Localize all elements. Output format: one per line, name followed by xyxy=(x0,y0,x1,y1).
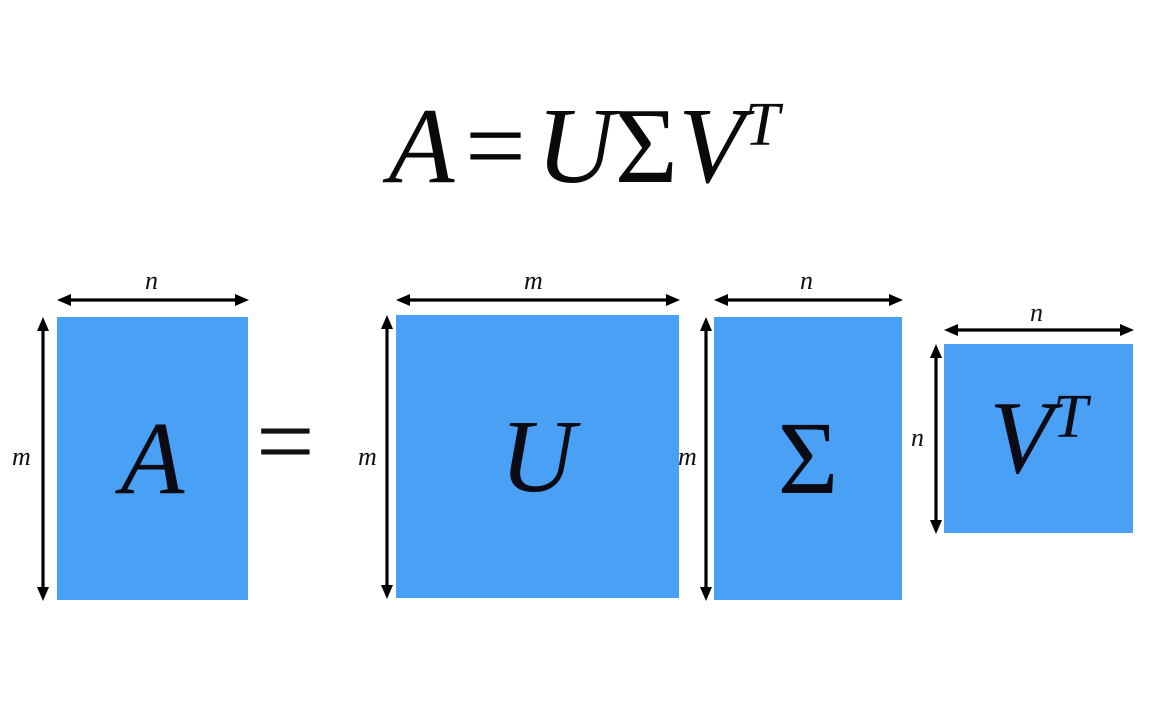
matrix-A-height-arrow xyxy=(37,317,49,601)
matrix-U-left-dim-label: m xyxy=(358,442,377,471)
matrix-vt-base-letter: V xyxy=(989,380,1053,496)
title-equation-U: U xyxy=(536,87,615,206)
matrix-block-U: U xyxy=(396,315,679,598)
matrix-A-top-dim-label: n xyxy=(145,266,158,295)
title-equation: A=UΣVT xyxy=(0,87,1168,207)
matrix-block-sigma: Σ xyxy=(714,317,902,600)
matrix-vt-transpose-superscript: T xyxy=(1052,382,1088,452)
matrix-U-height-arrow xyxy=(381,315,393,599)
matrix-A-label: A xyxy=(120,400,185,516)
matrix-U-top-dim-label: m xyxy=(524,266,543,295)
matrix-vt-label: VT xyxy=(989,385,1087,491)
matrix-vt-height-arrow xyxy=(930,344,942,534)
matrix-sigma-height-arrow xyxy=(700,317,712,601)
matrix-sigma-left-dim-label: m xyxy=(678,442,697,471)
title-equation-sigma: Σ xyxy=(614,87,679,206)
middle-equals-sign: = xyxy=(256,384,315,499)
title-equation-equals: = xyxy=(464,87,527,206)
matrix-vt-top-dim-label: n xyxy=(1030,298,1043,327)
title-equation-A: A xyxy=(388,87,455,206)
matrix-block-A: A xyxy=(57,317,248,600)
title-equation-V: V xyxy=(678,87,745,206)
matrix-U-width-arrow xyxy=(396,294,680,306)
matrix-vt-width-arrow xyxy=(944,324,1134,336)
matrix-block-vt: VT xyxy=(944,344,1133,533)
matrix-sigma-width-arrow xyxy=(714,294,903,306)
title-equation-transpose-superscript: T xyxy=(744,89,780,159)
matrix-U-label: U xyxy=(499,398,576,514)
matrix-sigma-top-dim-label: n xyxy=(800,266,813,295)
matrix-A-left-dim-label: m xyxy=(12,442,31,471)
matrix-sigma-label: Σ xyxy=(777,400,839,516)
matrix-vt-left-dim-label: n xyxy=(911,423,924,452)
matrix-A-width-arrow xyxy=(57,294,249,306)
